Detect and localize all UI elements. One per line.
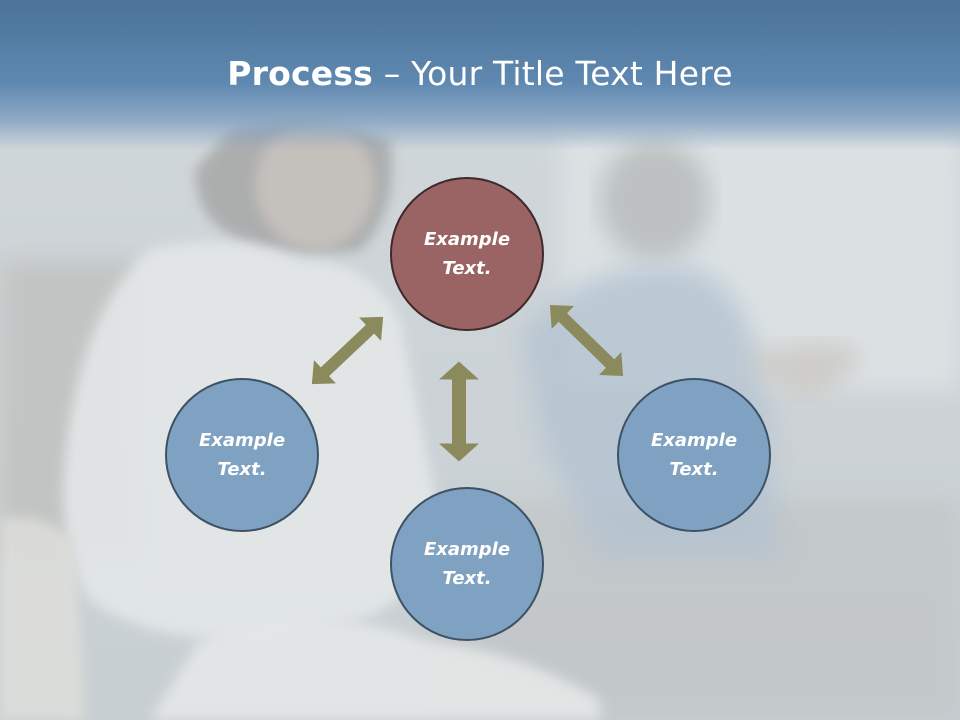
node-left-line2: Text. (217, 459, 267, 480)
slide-title: Process – Your Title Text Here (0, 52, 960, 96)
process-node-bottom[interactable]: Example Text. (390, 487, 544, 641)
arrow-vertical (439, 361, 479, 462)
node-top-line1: Example (423, 229, 511, 250)
header-bar (0, 0, 960, 150)
process-node-right[interactable]: Example Text. (617, 378, 771, 532)
node-right-line1: Example (650, 430, 738, 451)
title-strong: Process (227, 54, 374, 93)
process-node-top[interactable]: Example Text. (390, 177, 544, 331)
node-bottom-line1: Example (423, 539, 511, 560)
node-top-line2: Text. (442, 258, 492, 279)
node-left-line1: Example (198, 430, 286, 451)
arrow-top-left (311, 316, 384, 385)
node-bottom-line2: Text. (442, 568, 492, 589)
process-node-left[interactable]: Example Text. (165, 378, 319, 532)
arrow-top-right (549, 304, 624, 377)
node-right-line2: Text. (669, 459, 719, 480)
title-rest: – Your Title Text Here (373, 54, 733, 93)
